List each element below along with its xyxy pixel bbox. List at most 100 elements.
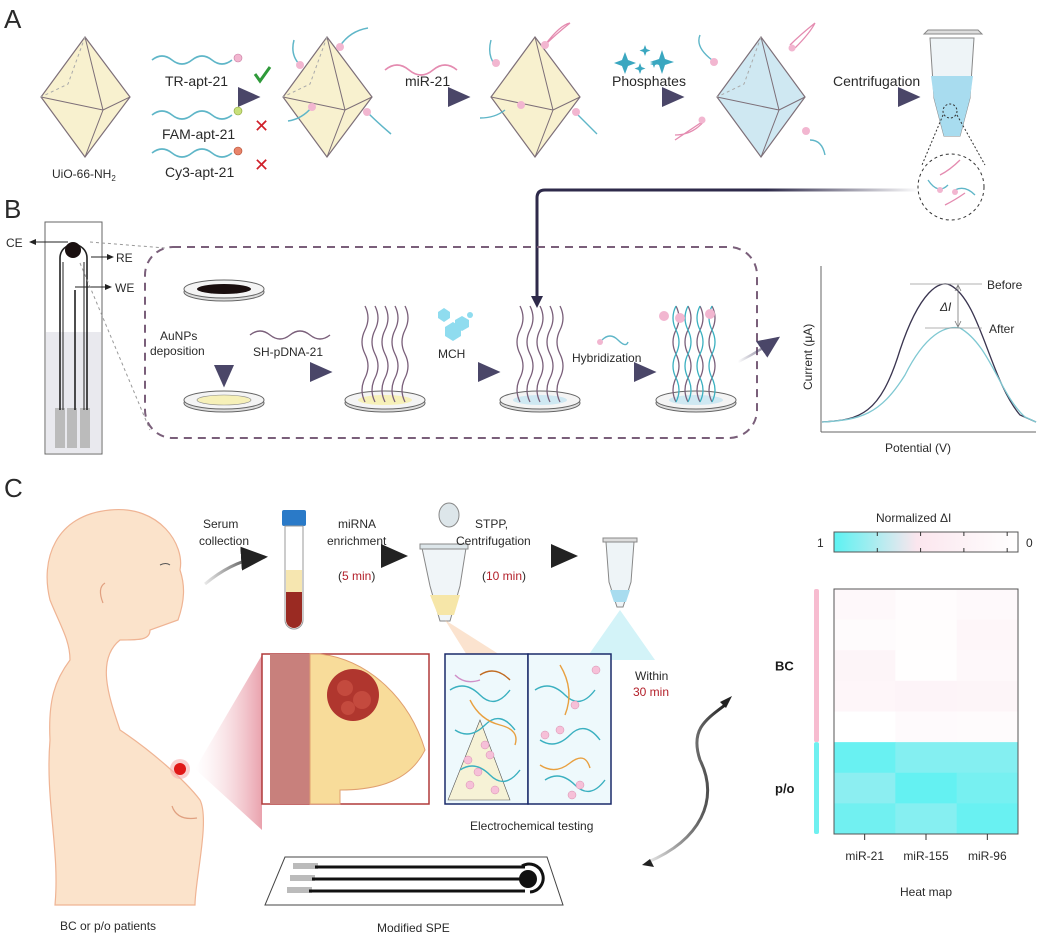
curved-arrowhead-up [720,696,732,708]
colorbar [833,531,1019,553]
re-label: RE [116,251,133,265]
probe-fam [151,106,243,120]
within-time: 30 min [633,685,669,699]
within-label: Within [635,669,668,683]
ce-label: CE [6,236,23,250]
spe-electrode [44,221,103,455]
curve-after [821,326,1037,423]
process-box [144,246,758,439]
connector-arrowhead [531,296,543,308]
heatmap-cell [834,619,896,651]
heatmap-cell [895,650,958,682]
step-hybridization-label: Hybridization [572,351,641,365]
patients-label: BC or p/o patients [60,919,156,933]
heatmap-cell [834,650,896,682]
electrochem-label: Electrochemical testing [470,819,593,833]
step-stpp-label-1: STPP, [475,517,508,531]
dpv-x-axis-label: Potential (V) [885,441,951,455]
zoom-line [79,262,151,431]
mirna-strand [384,64,458,76]
heatmap-cell [956,650,1019,682]
centrifuge-tube-icon [917,29,986,221]
heatmap-cell [956,803,1019,835]
arrow-to-dpv [737,336,781,364]
step-serum-label-2: collection [199,534,249,548]
electrode-hybridized [655,305,737,413]
group-label-po: p/o [775,781,795,796]
colorbar-min-label: 0 [1026,536,1033,550]
step-enrich-time: (5 min) [338,569,375,583]
step-phosphates-label: Phosphates [612,73,686,89]
step-enrich-label-1: miRNA [338,517,376,531]
heatmap-cell [956,680,1019,712]
heatmap-cell [834,742,896,774]
step-aunps-label-1: AuNPs [160,329,197,343]
heatmap-cell [895,742,958,774]
heatmap-cell [956,742,1019,774]
heatmap-cell [956,772,1019,804]
heatmap-cell [956,589,1019,621]
heatmap-cell [834,589,896,621]
heatmap-cell [895,711,958,743]
zoom-cone-yellow [445,620,508,660]
x-tick-label: miR-21 [845,849,884,863]
dpv-after-label: After [989,322,1014,336]
modified-spe-illustration [264,856,564,906]
dpv-delta-label: ΔI [939,300,952,314]
panel-label-a: A [4,4,22,34]
probe-tr [151,53,243,65]
we-label: WE [115,281,134,295]
panel-label-c: C [4,473,23,503]
electrode-blocked [499,305,581,413]
eppendorf-open-icon [419,502,469,622]
heatmap-title: Heat map [900,885,952,899]
colorbar-title: Normalized ΔI [876,511,951,525]
dpv-before-label: Before [987,278,1023,292]
heatmap-cell [834,772,896,804]
mof-label: UiO-66-NH2 [52,167,116,183]
heatmap-cell [834,711,896,743]
curved-arrowhead-down [642,859,654,867]
probe-fam-label: FAM-apt-21 [162,126,235,142]
dpv-y-axis-label: Current (μA) [801,324,815,390]
group-bar-BC [814,589,819,743]
heatmap-cell [834,803,896,835]
step-probe-label: SH-pDNA-21 [253,345,323,359]
dpv-plot [820,266,1037,433]
arrow-c1 [204,546,268,586]
patient-figure [46,509,205,906]
x-tick-label: miR-96 [968,849,1007,863]
mof-blue [674,22,826,159]
curve-before [821,283,1037,423]
eppendorf-closed-icon [602,537,638,608]
x-tick-label: miR-155 [903,849,949,863]
step-stpp-label-2: Centrifugation [456,534,531,548]
group-label-BC: BC [775,659,794,674]
spe-label: Modified SPE [377,921,450,935]
step-stpp-time: (10 min) [482,569,526,583]
heatmap-cell [895,619,958,651]
zoom-line [89,241,166,249]
step-enrich-label-2: enrichment [327,534,387,548]
cross-icon: ✕ [254,116,269,137]
heatmap-cell [895,772,958,804]
step-mir21-label: miR-21 [405,73,450,89]
probe-cy3 [151,146,243,158]
mch-molecules-icon [438,308,473,341]
probe-cy3-label: Cy3-apt-21 [165,164,234,180]
mof-octahedron-yellow [40,35,131,159]
breast-tumor-illustration [261,653,430,805]
heatmap-cell [895,803,958,835]
heatmap-cell [895,680,958,712]
probe-tr-label: TR-apt-21 [165,73,228,89]
group-bar-po [814,742,819,834]
electrode-with-probes [344,305,426,413]
step-centrifugation-label: Centrifugation [833,73,920,89]
panel-label-b: B [4,194,21,224]
heatmap-cell [956,619,1019,651]
electrochem-reaction-panels [444,653,612,805]
step-aunps-label-2: deposition [150,344,205,358]
zoom-cone-breast [195,655,262,830]
pdna-strand [249,330,331,340]
